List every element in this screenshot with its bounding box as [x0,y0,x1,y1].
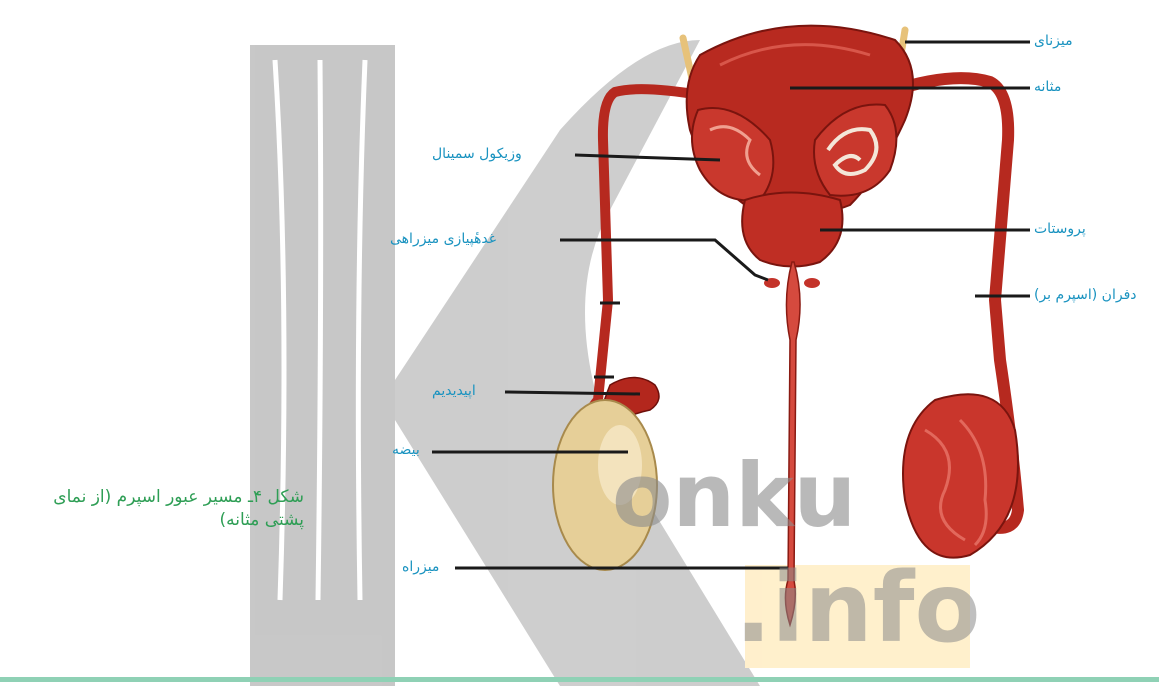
label-prostate: پروستات [1034,222,1086,236]
label-urethra: میزراه [402,560,439,574]
caption-line-2: پشتی مثانه) [4,509,304,532]
right-bulbourethral-gland [804,278,820,288]
label-seminal-vesicle: وزیکول سمینال [432,147,522,161]
bottom-rule [0,677,1159,682]
label-vas-deferens: دفران (اسپرم بر) [1034,288,1137,302]
label-bladder: مثانه [1034,80,1061,94]
watermark-word: onku [612,452,856,540]
label-epididymis: اپیدیدیم [432,384,476,398]
label-testis: بیضه [392,443,420,457]
figure-caption: شکل ۴ـ مسیر عبور اسپرم (از نمای پشتی مثا… [4,486,304,532]
caption-line-1: شکل ۴ـ مسیر عبور اسپرم (از نمای [4,486,304,509]
label-bulbourethral-gland: غدهٔپیازی میزراهی [390,232,496,246]
watermark-domain: .info [735,560,980,656]
label-ureter: میزنای [1034,34,1073,48]
